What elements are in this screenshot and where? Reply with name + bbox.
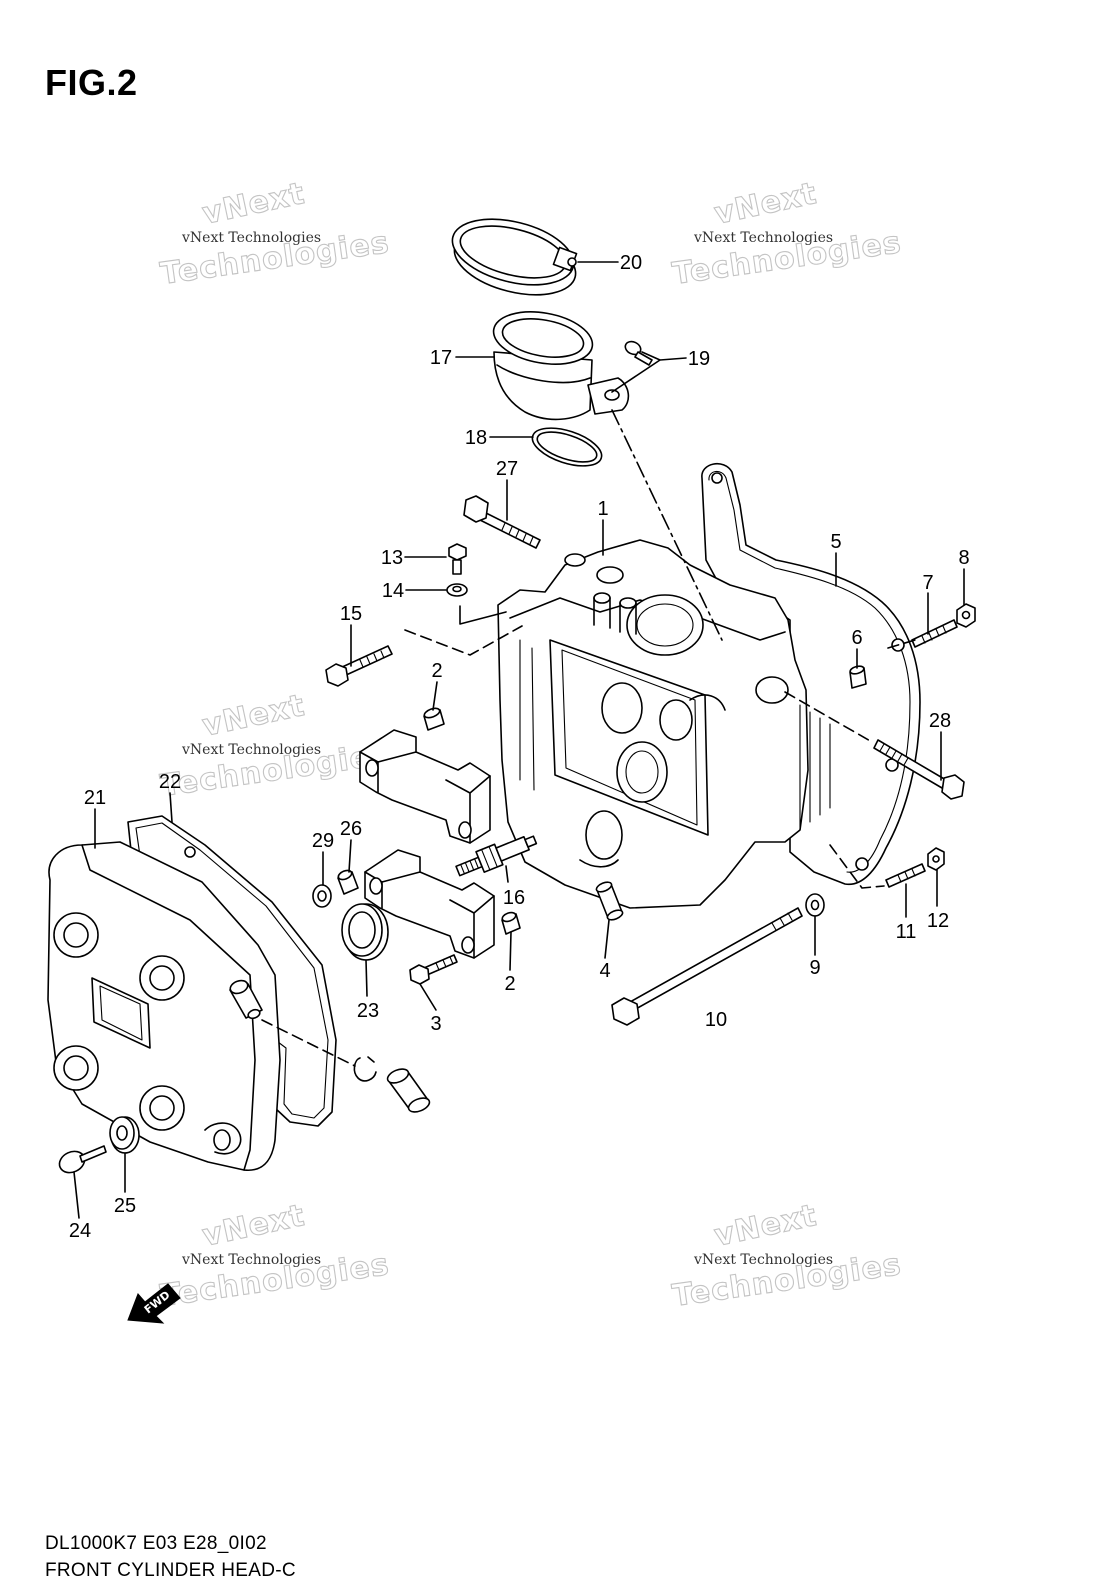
- watermark-small: vNext Technologies: [181, 1252, 321, 1268]
- part-5-gasket: [701, 462, 921, 886]
- part-15-bolt: [325, 645, 393, 687]
- part-21-cylinder-head-cover: [47, 841, 281, 1171]
- watermark-top-right: vNext vNext Technologies Technologies: [670, 175, 905, 292]
- watermark-small: vNext Technologies: [693, 1252, 833, 1268]
- part-28-bolt: [873, 739, 965, 800]
- watermark-small: vNext Technologies: [181, 742, 321, 758]
- watermark-big-top: vNext: [199, 1198, 308, 1254]
- callout-27: 27: [496, 458, 518, 480]
- part-24-cover-bolt: [58, 1145, 107, 1174]
- callout-5: 5: [830, 531, 841, 553]
- breather-fitting: [229, 979, 263, 1020]
- part-3-bolt: [409, 954, 458, 985]
- callout-12: 12: [927, 910, 949, 932]
- callout-labels: 20 17 19 18 27 1 5 8 13 7 14 15 6 2 28 2…: [69, 252, 970, 1242]
- part-6-dowel: [849, 665, 867, 689]
- watermark-big-top: vNext: [711, 176, 820, 232]
- part-27-bolt: [463, 495, 541, 549]
- part-20-clamp: [451, 218, 578, 296]
- callout-14: 14: [382, 580, 404, 602]
- callout-6: 6: [851, 627, 862, 649]
- part-18-o-ring: [531, 427, 603, 467]
- part-16-spark-plug: [455, 835, 538, 877]
- part-12-nut: [927, 847, 945, 871]
- callout-2-upper: 2: [431, 660, 442, 682]
- callout-3: 3: [430, 1013, 441, 1035]
- part-14-washer: [446, 583, 468, 597]
- part-29-washer: [312, 884, 332, 908]
- camshaft-holder-lower: [364, 849, 495, 959]
- fwd-arrow-icon: FWD: [127, 1283, 181, 1324]
- watermark-big-top: vNext: [199, 688, 308, 744]
- watermark-top-left: vNext vNext Technologies Technologies: [158, 175, 393, 292]
- part-7-stud: [911, 619, 958, 648]
- callout-26: 26: [340, 818, 362, 840]
- model-code: DL1000K7 E03 E28_0I02: [45, 1533, 267, 1554]
- callout-29: 29: [312, 830, 334, 852]
- callout-9: 9: [809, 957, 820, 979]
- watermark-big-top: vNext: [711, 1198, 820, 1254]
- part-23-oil-seal: [341, 903, 389, 961]
- watermark-bottom-right: vNext vNext Technologies Technologies: [670, 1197, 905, 1314]
- callout-28: 28: [929, 710, 951, 732]
- watermark-bottom-left: vNext vNext Technologies Technologies: [158, 1197, 393, 1314]
- part-13-bolt: [448, 543, 467, 575]
- part-4-sleeve: [595, 881, 624, 921]
- callout-18: 18: [465, 427, 487, 449]
- callout-8: 8: [958, 547, 969, 569]
- breather-cap: [386, 1068, 431, 1113]
- callout-15: 15: [340, 603, 362, 625]
- figure-title: FIG.2: [45, 62, 138, 103]
- part-8-nut: [956, 603, 976, 628]
- part-26-dowel: [337, 869, 359, 895]
- callout-20: 20: [620, 252, 642, 274]
- callout-22: 22: [159, 771, 181, 793]
- callout-13: 13: [381, 547, 403, 569]
- watermark-small: vNext Technologies: [693, 230, 833, 246]
- callout-17: 17: [430, 347, 452, 369]
- callout-11: 11: [896, 921, 917, 943]
- callout-19: 19: [688, 348, 710, 370]
- callout-23: 23: [357, 1000, 379, 1022]
- part-10-long-bolt: [611, 907, 803, 1026]
- reference-lines: [261, 409, 916, 1067]
- part-17-intake-pipe: [492, 311, 630, 421]
- callout-1: 1: [597, 498, 608, 520]
- part-25-grommet: [109, 1116, 140, 1154]
- callout-4: 4: [599, 960, 610, 982]
- callout-21: 21: [84, 787, 106, 809]
- callout-25: 25: [114, 1195, 136, 1217]
- figure-caption: FRONT CYLINDER HEAD-C: [45, 1560, 296, 1581]
- watermark-big-top: vNext: [199, 176, 308, 232]
- part-9-washer: [805, 893, 825, 917]
- watermark-mid-left: vNext vNext Technologies Technologies: [158, 687, 393, 804]
- part-11-stud: [885, 863, 926, 888]
- callout-2-lower: 2: [504, 973, 515, 995]
- callout-7: 7: [922, 572, 933, 594]
- callout-24: 24: [69, 1220, 91, 1242]
- watermark-small: vNext Technologies: [181, 230, 321, 246]
- leader-lines: [73, 261, 965, 1219]
- callout-16: 16: [503, 887, 525, 909]
- callout-10: 10: [705, 1009, 727, 1031]
- part-2-dowel-pin-upper: [423, 707, 445, 731]
- part-1-cylinder-head: [497, 539, 831, 909]
- breather-o-ring: [353, 1056, 377, 1082]
- part-19-screw: [624, 340, 653, 366]
- camshaft-holder-upper: [359, 729, 491, 844]
- part-2-dowel-pin-lower: [501, 911, 521, 935]
